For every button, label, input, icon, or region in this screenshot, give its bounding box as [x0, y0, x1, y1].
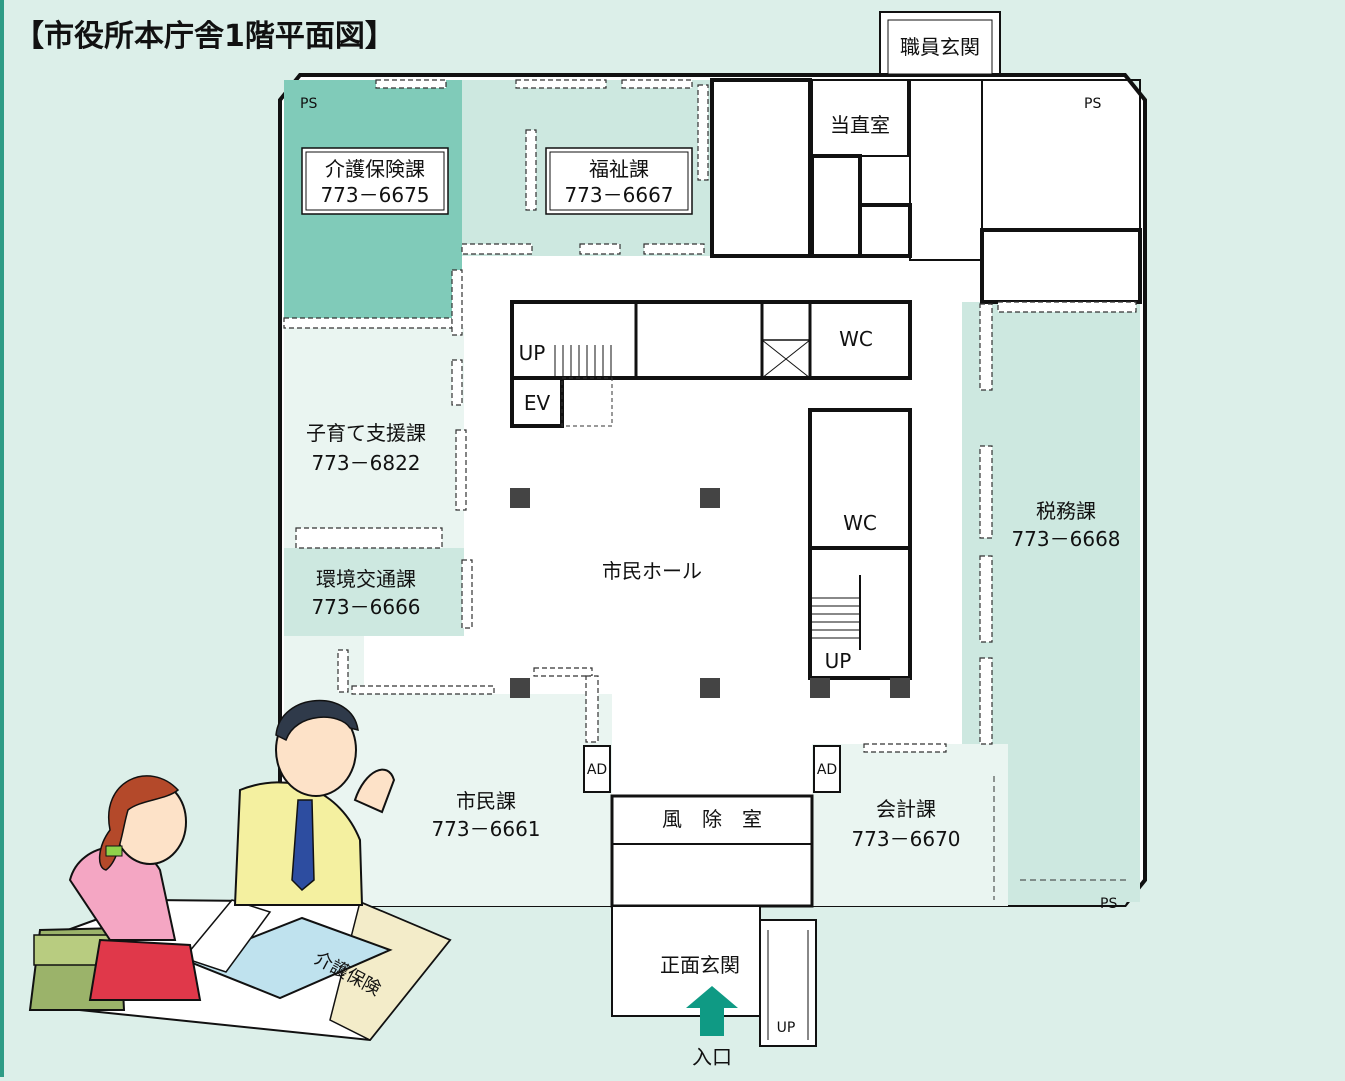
label-main-entrance: 正面玄関	[660, 953, 740, 977]
label-fukushi-name: 福祉課	[589, 157, 649, 181]
label-up-stair1: UP	[519, 341, 546, 365]
label-ps-ne: PS	[1084, 96, 1101, 112]
label-kosodate-name: 子育て支援課	[306, 421, 426, 445]
label-ps-nw: PS	[300, 96, 317, 112]
label-kosodate-phone: 773－6822	[311, 451, 420, 475]
auto-door-left	[583, 745, 611, 793]
windbreak-room	[610, 794, 814, 908]
label-entrance: 入口	[692, 1045, 732, 1069]
label-zeimu-name: 税務課	[1036, 499, 1096, 523]
label-up-stair2: UP	[825, 649, 852, 673]
entrance-ramp	[759, 919, 817, 1047]
main-entrance	[611, 905, 761, 1017]
label-citizen-hall: 市民ホール	[602, 559, 702, 583]
zone-kosodate	[284, 328, 464, 548]
auto-door-right	[813, 745, 841, 793]
label-up-ramp: UP	[777, 1020, 796, 1036]
label-kankyo-name: 環境交通課	[316, 567, 416, 591]
label-kaikei-phone: 773－6670	[851, 827, 960, 851]
document-sheet	[187, 916, 393, 1000]
zone-kaikei-corner	[1008, 880, 1140, 905]
label-fukushi-phone: 773－6667	[564, 183, 673, 207]
label-shimin-phone: 773－6661	[431, 817, 540, 841]
label-touchoku: 当直室	[830, 113, 890, 137]
elevator-hall	[561, 377, 613, 427]
label-kankyo-phone: 773－6666	[311, 595, 420, 619]
partition-2	[295, 527, 443, 549]
label-kaigo-phone: 773－6675	[320, 183, 429, 207]
label-windbreak: 風 除 室	[662, 807, 762, 831]
zone-kaikei	[812, 744, 1008, 906]
left-border	[0, 0, 4, 1077]
stair-lower-block	[808, 546, 912, 680]
label-wc-lower: WC	[843, 511, 877, 535]
zone-shimin	[364, 694, 612, 906]
duct-box	[761, 339, 811, 379]
label-wc-upper: WC	[839, 327, 873, 351]
stair-treads-upper	[554, 345, 612, 376]
label-kaikei-name: 会計課	[876, 797, 936, 821]
label-staff-entrance: 職員玄関	[900, 35, 980, 59]
partition-1	[283, 317, 453, 329]
label-zeimu-phone: 773－6668	[1011, 527, 1120, 551]
entrance-arrow-icon	[686, 986, 738, 1036]
label-ps-se: PS	[1100, 896, 1117, 912]
label-kaigo-name: 介護保険課	[325, 157, 425, 181]
people-illustration	[28, 699, 452, 1042]
label-shimin-name: 市民課	[456, 789, 516, 813]
label-ad-right: AD	[817, 762, 837, 778]
stair-treads-lower	[812, 575, 861, 650]
label-ev: EV	[524, 391, 551, 415]
label-ad-left: AD	[587, 762, 607, 778]
core-upper-block	[510, 300, 912, 380]
page-title: 【市役所本庁舎1階平面図】	[14, 19, 395, 54]
staff-entrance-inner	[887, 19, 993, 75]
zone-kankyo	[284, 548, 464, 636]
